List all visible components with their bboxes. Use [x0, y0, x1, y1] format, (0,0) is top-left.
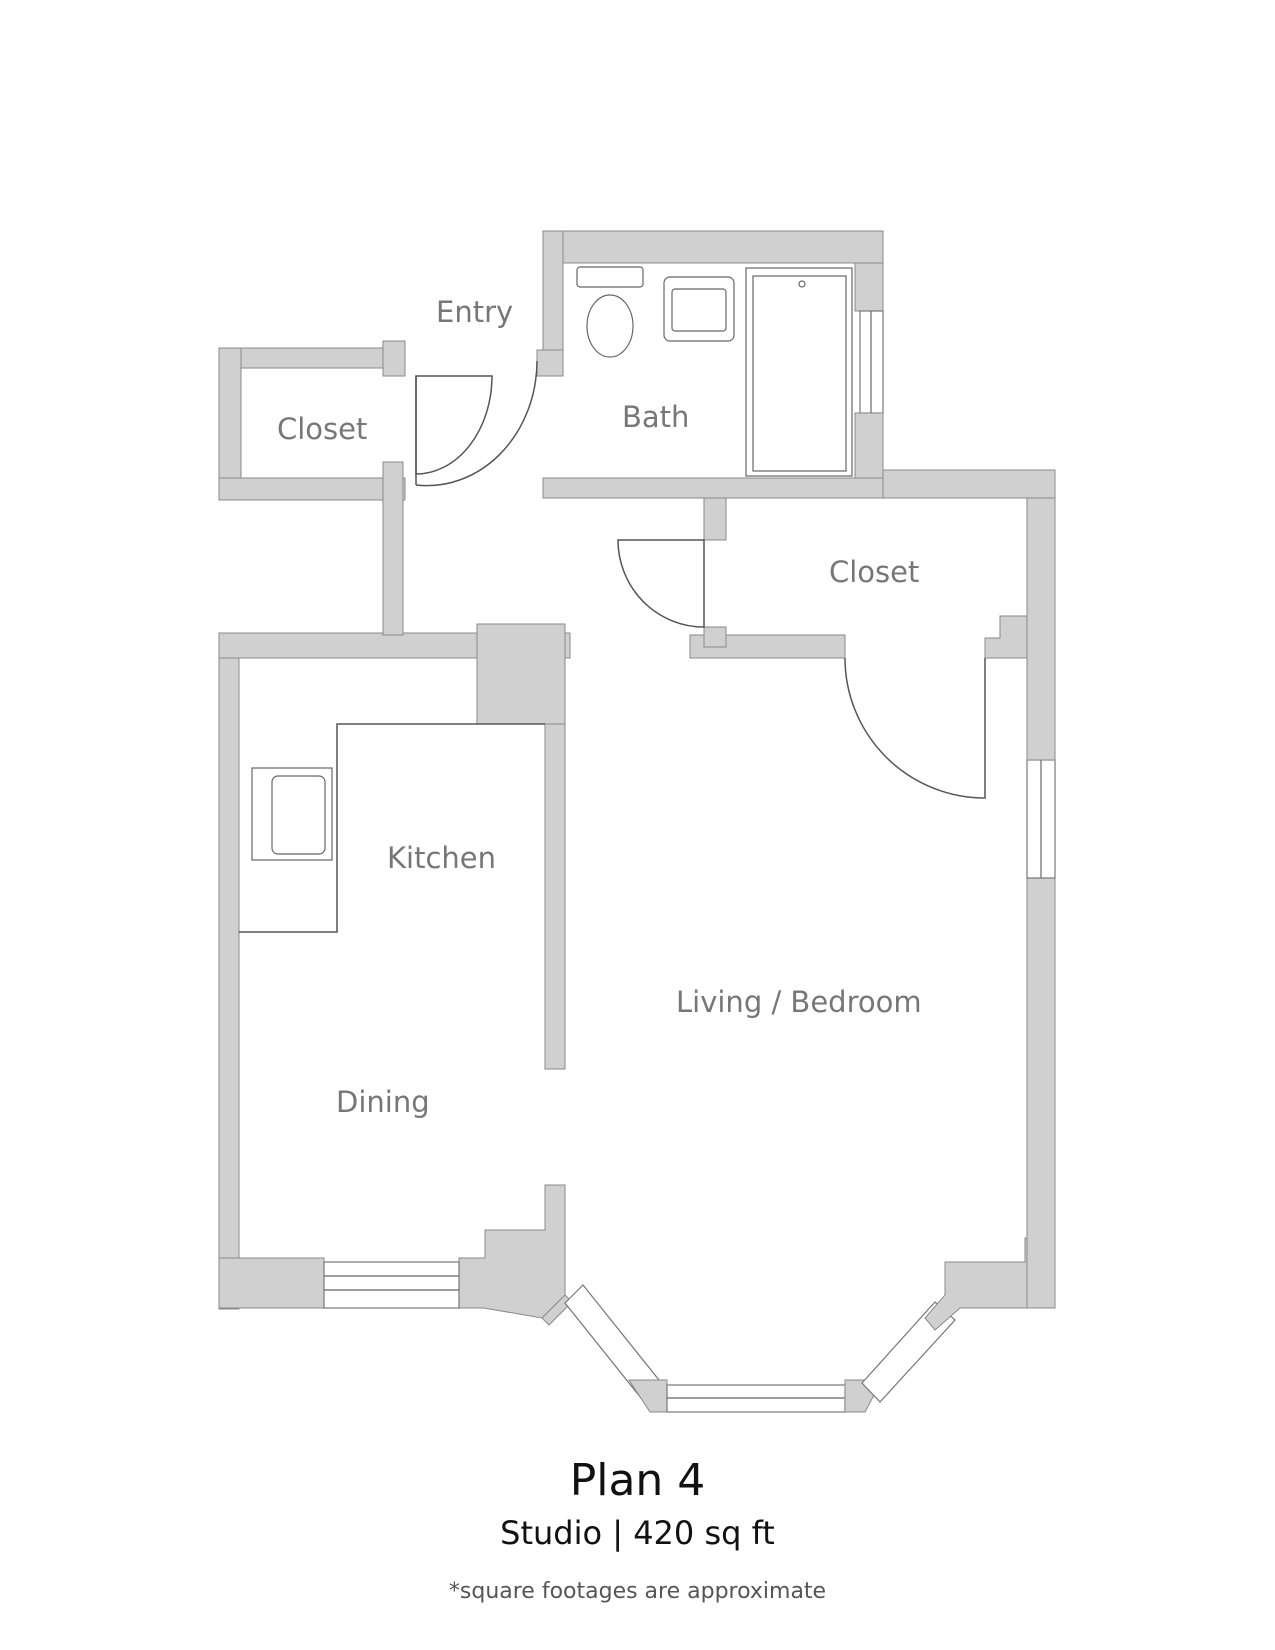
wall-closet-right-north [882, 469, 1056, 499]
wall-closet-right-jamb [703, 626, 727, 648]
entry-door-swing [415, 375, 493, 475]
wall-south-left [218, 1257, 325, 1309]
wall-closet-left-south [218, 477, 406, 501]
wall-east-upper [1026, 469, 1056, 761]
entry-door-swing-2 [415, 360, 538, 487]
wall-west [218, 632, 240, 1310]
toilet-tank [576, 266, 644, 288]
wall-closet-right-southeast [984, 615, 1028, 659]
kitchen-sink [251, 767, 333, 861]
room-label-bath: Bath [622, 400, 689, 434]
wall-kitchen-pillar [476, 623, 566, 725]
wall-bay-bottom-left [628, 1379, 668, 1413]
window-south [323, 1261, 460, 1309]
room-label-kitchen: Kitchen [387, 841, 496, 875]
wall-east-lower [1026, 877, 1056, 1309]
wall-closet-right-west [703, 497, 727, 541]
closet-door-swing [617, 539, 705, 628]
window-bay-right [861, 1301, 956, 1403]
room-label-dining: Dining [336, 1085, 430, 1119]
wall-bath-north [542, 230, 884, 264]
toilet-bowl [586, 294, 634, 358]
wall-hall-west [382, 461, 404, 636]
wall-closet-left-west [218, 347, 242, 501]
plan-note: *square footages are approximate [448, 1579, 827, 1604]
wall-bath-south [542, 477, 884, 499]
room-label-living-bedroom: Living / Bedroom [676, 985, 922, 1019]
wall-partition [544, 723, 566, 1070]
bath-sink [663, 276, 735, 342]
bathtub [745, 267, 853, 477]
kitchen-counter [239, 723, 545, 933]
living-door-swing [844, 657, 986, 799]
wall-closet-left-north [218, 347, 406, 369]
wall-bath-doorjamb [536, 349, 564, 377]
wall-south-right [924, 1237, 1056, 1331]
plan-title: Plan 4 [569, 1455, 706, 1506]
room-label-closet-right: Closet [829, 555, 919, 589]
plan-subtitle: Studio | 420 sq ft [500, 1514, 775, 1552]
wall-closet-left-jamb [382, 340, 406, 377]
room-label-entry: Entry [436, 295, 513, 329]
wall-closet-right-south [689, 634, 846, 659]
wall-south-bay-left [458, 1184, 566, 1319]
room-label-closet-left: Closet [277, 412, 367, 446]
